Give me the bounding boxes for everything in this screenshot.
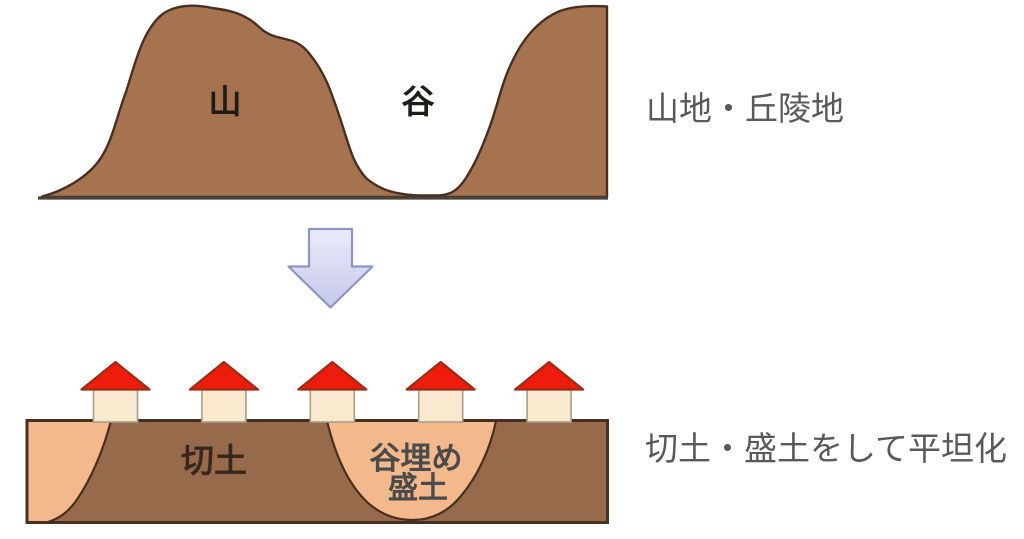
valley-fill-shape [327,421,496,520]
house [80,360,151,423]
valley-label: 谷 [402,83,435,120]
cut-soil-label: 切土 [181,442,247,479]
house-roof-icon [188,360,259,391]
cut-slope-wedge [27,420,111,522]
house-roof-icon [513,360,585,391]
mountain-label: 山 [209,83,242,120]
down-arrow-icon [287,227,374,309]
bottom-caption: 切土・盛土をして平坦化 [645,430,1007,467]
mountain-valley-shape [40,4,609,199]
house-body [92,387,139,423]
house-body [417,387,464,423]
house-roof-icon [80,360,151,391]
house-body [309,387,356,423]
houses-row [80,360,585,423]
house [188,360,259,423]
bottom-panel: 切土 谷埋め 盛土 切土・盛土をして平坦化 [25,360,1007,524]
house [297,360,368,423]
top-panel: 山 谷 山地・丘陵地 [38,4,844,200]
valley-fill-label-line2: 盛土 [388,472,448,505]
house [405,360,476,423]
flattened-terrain-block [27,420,608,523]
house-body [526,387,572,423]
valley-fill-boundary-line [325,420,498,522]
house-roof-icon [405,360,476,391]
valley-fill-label-line1: 谷埋め [370,441,463,476]
house-body [201,387,247,423]
cut-slope-boundary-line [47,420,113,524]
top-caption: 山地・丘陵地 [646,90,844,127]
house [513,360,585,423]
house-roof-icon [297,360,368,391]
